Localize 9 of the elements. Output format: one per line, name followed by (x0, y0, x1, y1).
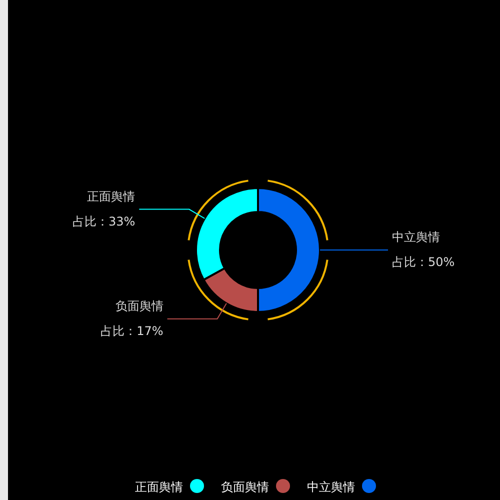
category-label: 正面舆情 (87, 189, 136, 204)
legend-label: 中立舆情 (307, 480, 355, 494)
category-label: 中立舆情 (392, 230, 440, 244)
legend-label: 正面舆情 (135, 480, 183, 494)
value-label: 占比：50% (392, 255, 455, 269)
category-label: 负面舆情 (115, 298, 164, 313)
legend-label: 负面舆情 (221, 480, 269, 494)
value-label: 占比：17% (100, 324, 164, 338)
value-label: 占比：33% (72, 214, 136, 228)
